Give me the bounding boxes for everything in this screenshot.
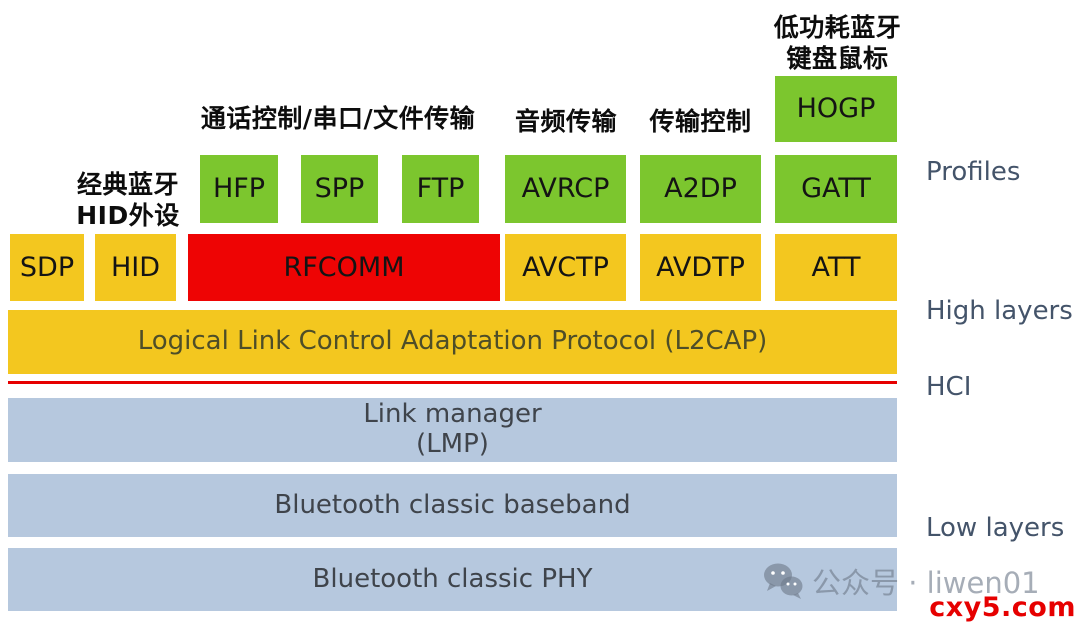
profile-box-hfp: HFP — [200, 155, 278, 223]
protocol-box-avctp: AVCTP — [505, 234, 626, 301]
layer-bar-baseband: Bluetooth classic baseband — [8, 474, 897, 537]
side-label-high-layers: High layers — [926, 296, 1073, 326]
watermark-wechat-account: 公众号 · liwen01 — [812, 566, 1040, 600]
annotation-transfer-control: 传输控制 — [649, 107, 752, 136]
profile-box-gatt: GATT — [775, 155, 897, 223]
profile-box-spp: SPP — [301, 155, 378, 223]
hci-divider-line — [8, 381, 897, 384]
layer-bar-l2cap: Logical Link Control Adaptation Protocol… — [8, 310, 897, 374]
protocol-box-rfcomm: RFCOMM — [188, 234, 500, 301]
protocol-box-hid: HID — [95, 234, 176, 301]
annotation-ble-keyboard-mouse: 低功耗蓝牙 键盘鼠标 — [773, 13, 902, 73]
side-label-hci: HCI — [926, 372, 972, 402]
side-label-low-layers: Low layers — [926, 513, 1065, 543]
wechat-icon — [762, 562, 804, 600]
side-label-profiles: Profiles — [926, 157, 1021, 187]
annotation-classic-hid: 经典蓝牙 HID外设 — [76, 170, 180, 230]
protocol-box-sdp: SDP — [10, 234, 84, 301]
watermark: 公众号 · liwen01 — [762, 560, 1040, 602]
protocol-box-avdtp: AVDTP — [640, 234, 761, 301]
profile-box-a2dp: A2DP — [640, 155, 761, 223]
profile-box-ftp: FTP — [402, 155, 479, 223]
layer-bar-phy: Bluetooth classic PHY — [8, 548, 897, 611]
layer-bar-link-manager: Link manager (LMP) — [8, 398, 897, 462]
watermark-site-link: cxy5.com — [929, 592, 1076, 623]
protocol-box-att: ATT — [775, 234, 897, 301]
profile-box-hogp: HOGP — [775, 76, 897, 142]
annotation-audio-transfer: 音频传输 — [514, 107, 617, 136]
profile-box-avrcp: AVRCP — [505, 155, 626, 223]
annotation-call-serial-file: 通话控制/串口/文件传输 — [200, 104, 476, 133]
